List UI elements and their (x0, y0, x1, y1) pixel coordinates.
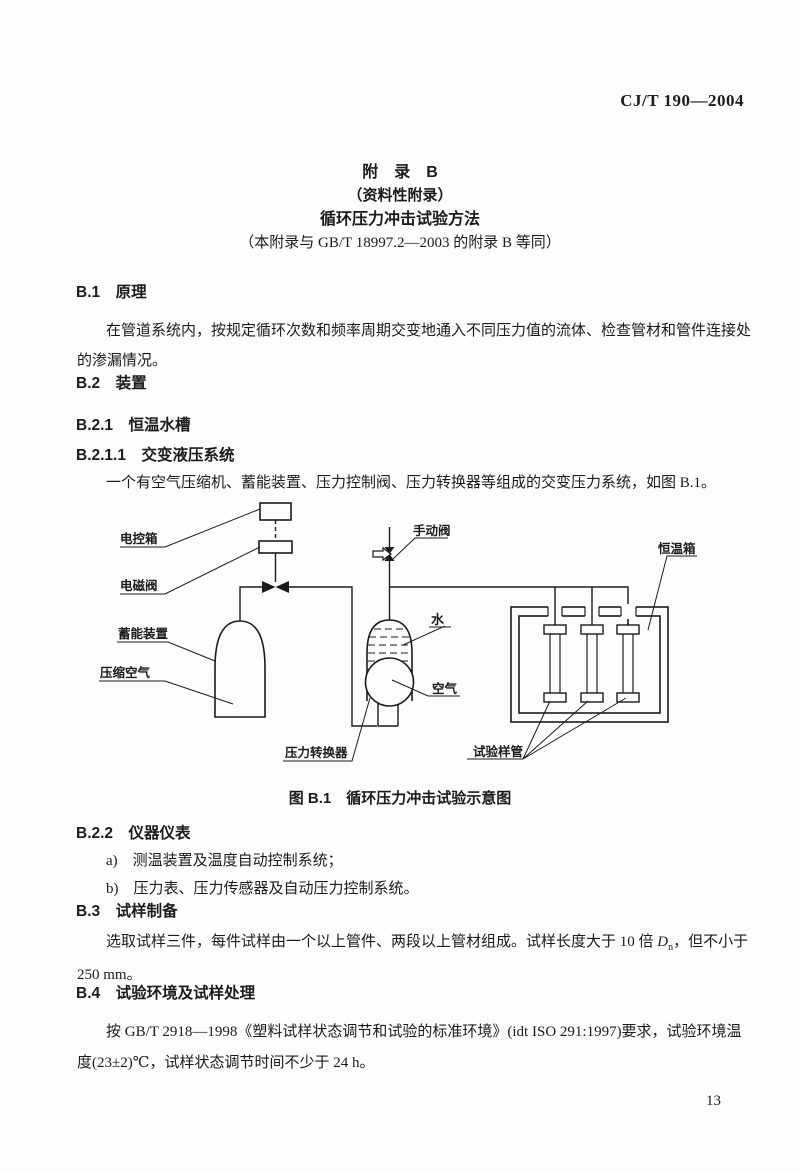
b3-line1-pre: 选取试样三件，每件试样由一个以上管件、两段以上管材组成。试样长度大于 10 倍 (106, 934, 658, 950)
b3-paragraph-line2: 250 mm。 (77, 967, 142, 983)
pipe-valve-to-converter (289, 586, 377, 727)
appendix-subtitle: （资料性附录） (347, 187, 453, 204)
heading-b22: B.2.2 仪器仪表 (76, 825, 191, 842)
b4-paragraph-line1: 按 GB/T 2918—1998《塑料试样状态调节和试验的标准环境》(idt I… (106, 1024, 742, 1040)
b1-paragraph-line1: 在管道系统内，按规定循环次数和频率周期交变地通入不同压力值的流体、检查管材和管件… (106, 323, 752, 339)
figure-b1-schematic: 电控箱 电磁阀 蓄能装置 压缩空气 手动阀 水 空气 压力转换器 试验样管 恒温… (99, 502, 697, 762)
page-number: 13 (706, 1093, 721, 1109)
label-accumulator: 蓄能装置 (118, 626, 169, 641)
thermostat-box-outer-wall (510, 606, 669, 723)
nominal-diameter-subscript: n (668, 942, 674, 953)
nominal-diameter-symbol: D (657, 934, 669, 950)
appendix-title: 附 录 B (362, 164, 438, 181)
b22-item-a: a) 测温装置及温度自动控制系统； (106, 853, 343, 869)
heading-b1: B.1 原理 (76, 284, 147, 301)
wall-segment-ends (547, 607, 637, 616)
heading-b2: B.2 装置 (76, 375, 147, 392)
label-control-box: 电控箱 (120, 531, 158, 546)
label-thermostat-box: 恒温箱 (658, 541, 696, 556)
solenoid-valve-symbol (258, 540, 293, 554)
pressure-converter-symbol (364, 619, 415, 727)
heading-b21: B.2.1 恒温水槽 (76, 417, 191, 434)
label-manual-valve: 手动阀 (413, 523, 451, 538)
b3-line1-post: ，但不小于 (673, 934, 749, 950)
solenoid-valve-body-icon (262, 581, 289, 593)
heading-b211: B.2.1.1 交变液压系统 (76, 447, 235, 464)
label-pressure-converter: 压力转换器 (285, 745, 348, 760)
b22-item-b: b) 压力表、压力传感器及自动压力控制系统。 (106, 881, 419, 897)
label-solenoid-valve: 电磁阀 (120, 578, 158, 593)
b211-paragraph: 一个有空气压缩机、蓄能装置、压力控制阀、压力转换器等组成的交变压力系统，如图 B… (106, 475, 717, 491)
manual-valve-icon (372, 546, 395, 562)
label-compressed-air: 压缩空气 (100, 665, 151, 680)
air-bladder-symbol (364, 657, 415, 707)
test-sample-pipe-1 (543, 624, 567, 703)
appendix-method-title: 循环压力冲击试验方法 (319, 211, 480, 228)
leader-lines (99, 508, 697, 762)
label-test-pipes: 试验样管 (473, 744, 523, 759)
heading-b4: B.4 试验环境及试样处理 (76, 985, 256, 1002)
b1-paragraph-line2: 的渗漏情况。 (77, 353, 168, 369)
label-water: 水 (431, 612, 445, 627)
doc-code: CJ/T 190—2004 (620, 91, 744, 110)
figure-caption: 图 B.1 循环压力冲击试验示意图 (288, 790, 512, 807)
accumulator-tank-symbol (214, 620, 266, 718)
b3-paragraph-line1: 选取试样三件，每件试样由一个以上管件、两段以上管材组成。试样长度大于 10 倍 … (106, 933, 748, 955)
test-sample-pipe-2 (580, 624, 604, 703)
appendix-equivalence-note: （本附录与 GB/T 18997.2—2003 的附录 B 等同） (239, 235, 561, 251)
control-box-symbol (259, 502, 292, 521)
label-air: 空气 (432, 681, 458, 696)
heading-b3: B.3 试样制备 (76, 903, 178, 920)
pipe-tank-to-valve (239, 586, 262, 621)
test-sample-pipe-3 (616, 624, 640, 703)
b4-paragraph-line2: 度(23±2)℃，试样状态调节时间不少于 24 h。 (77, 1055, 375, 1071)
